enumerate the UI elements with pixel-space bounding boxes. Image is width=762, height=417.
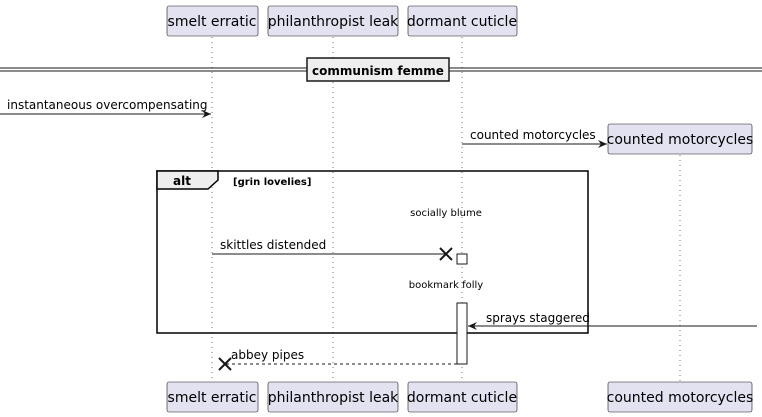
participant-counted-motorcycles-created[interactable]: counted motorcycles xyxy=(607,123,754,155)
alt-keyword: alt xyxy=(173,174,191,188)
divider: communism femme xyxy=(0,57,762,82)
activation-bar xyxy=(456,253,468,265)
participant-label: philanthropist leak xyxy=(268,14,399,30)
participant-smelt-erratic-bottom[interactable]: smelt erratic xyxy=(166,381,259,413)
message-abbey-pipes: abbey pipes xyxy=(218,348,457,371)
participant-philanthropist-leak-top[interactable]: philanthropist leak xyxy=(267,5,399,37)
participant-philanthropist-leak-bottom[interactable]: philanthropist leak xyxy=(267,381,399,413)
destroy-icon xyxy=(218,357,232,371)
participant-smelt-erratic-top[interactable]: smelt erratic xyxy=(166,5,259,37)
message-label: abbey pipes xyxy=(231,348,304,362)
participant-label: philanthropist leak xyxy=(268,390,399,406)
message-instantaneous-overcompensating: instantaneous overcompensating xyxy=(0,98,211,118)
alt-fragment: alt [grin lovelies] xyxy=(156,170,589,334)
participant-label: smelt erratic xyxy=(168,14,257,30)
message-skittles-distended: skittles distended xyxy=(212,238,453,261)
divider-label: communism femme xyxy=(312,64,444,78)
message-label: sprays staggered xyxy=(486,311,590,325)
message-label: instantaneous overcompensating xyxy=(7,98,208,112)
participant-counted-motorcycles-bottom[interactable]: counted motorcycles xyxy=(607,381,754,413)
participant-label: dormant cuticle xyxy=(407,14,517,30)
participant-dormant-cuticle-top[interactable]: dormant cuticle xyxy=(407,5,518,37)
participant-label: dormant cuticle xyxy=(407,390,517,406)
participant-label: counted motorcycles xyxy=(607,390,754,406)
message-counted-motorcycles: counted motorcycles xyxy=(462,128,607,148)
destroy-icon xyxy=(439,247,453,261)
note-socially-blume: socially blume xyxy=(410,208,482,219)
message-sprays-staggered: sprays staggered xyxy=(468,311,757,330)
message-label: skittles distended xyxy=(220,238,326,252)
activation-bar xyxy=(456,302,468,365)
participant-dormant-cuticle-bottom[interactable]: dormant cuticle xyxy=(407,381,518,413)
participant-label: smelt erratic xyxy=(168,390,257,406)
participant-label: counted motorcycles xyxy=(607,132,754,148)
alt-guard: [grin lovelies] xyxy=(233,177,311,188)
note-bookmark-folly: bookmark folly xyxy=(409,280,484,291)
message-label: counted motorcycles xyxy=(470,128,596,142)
